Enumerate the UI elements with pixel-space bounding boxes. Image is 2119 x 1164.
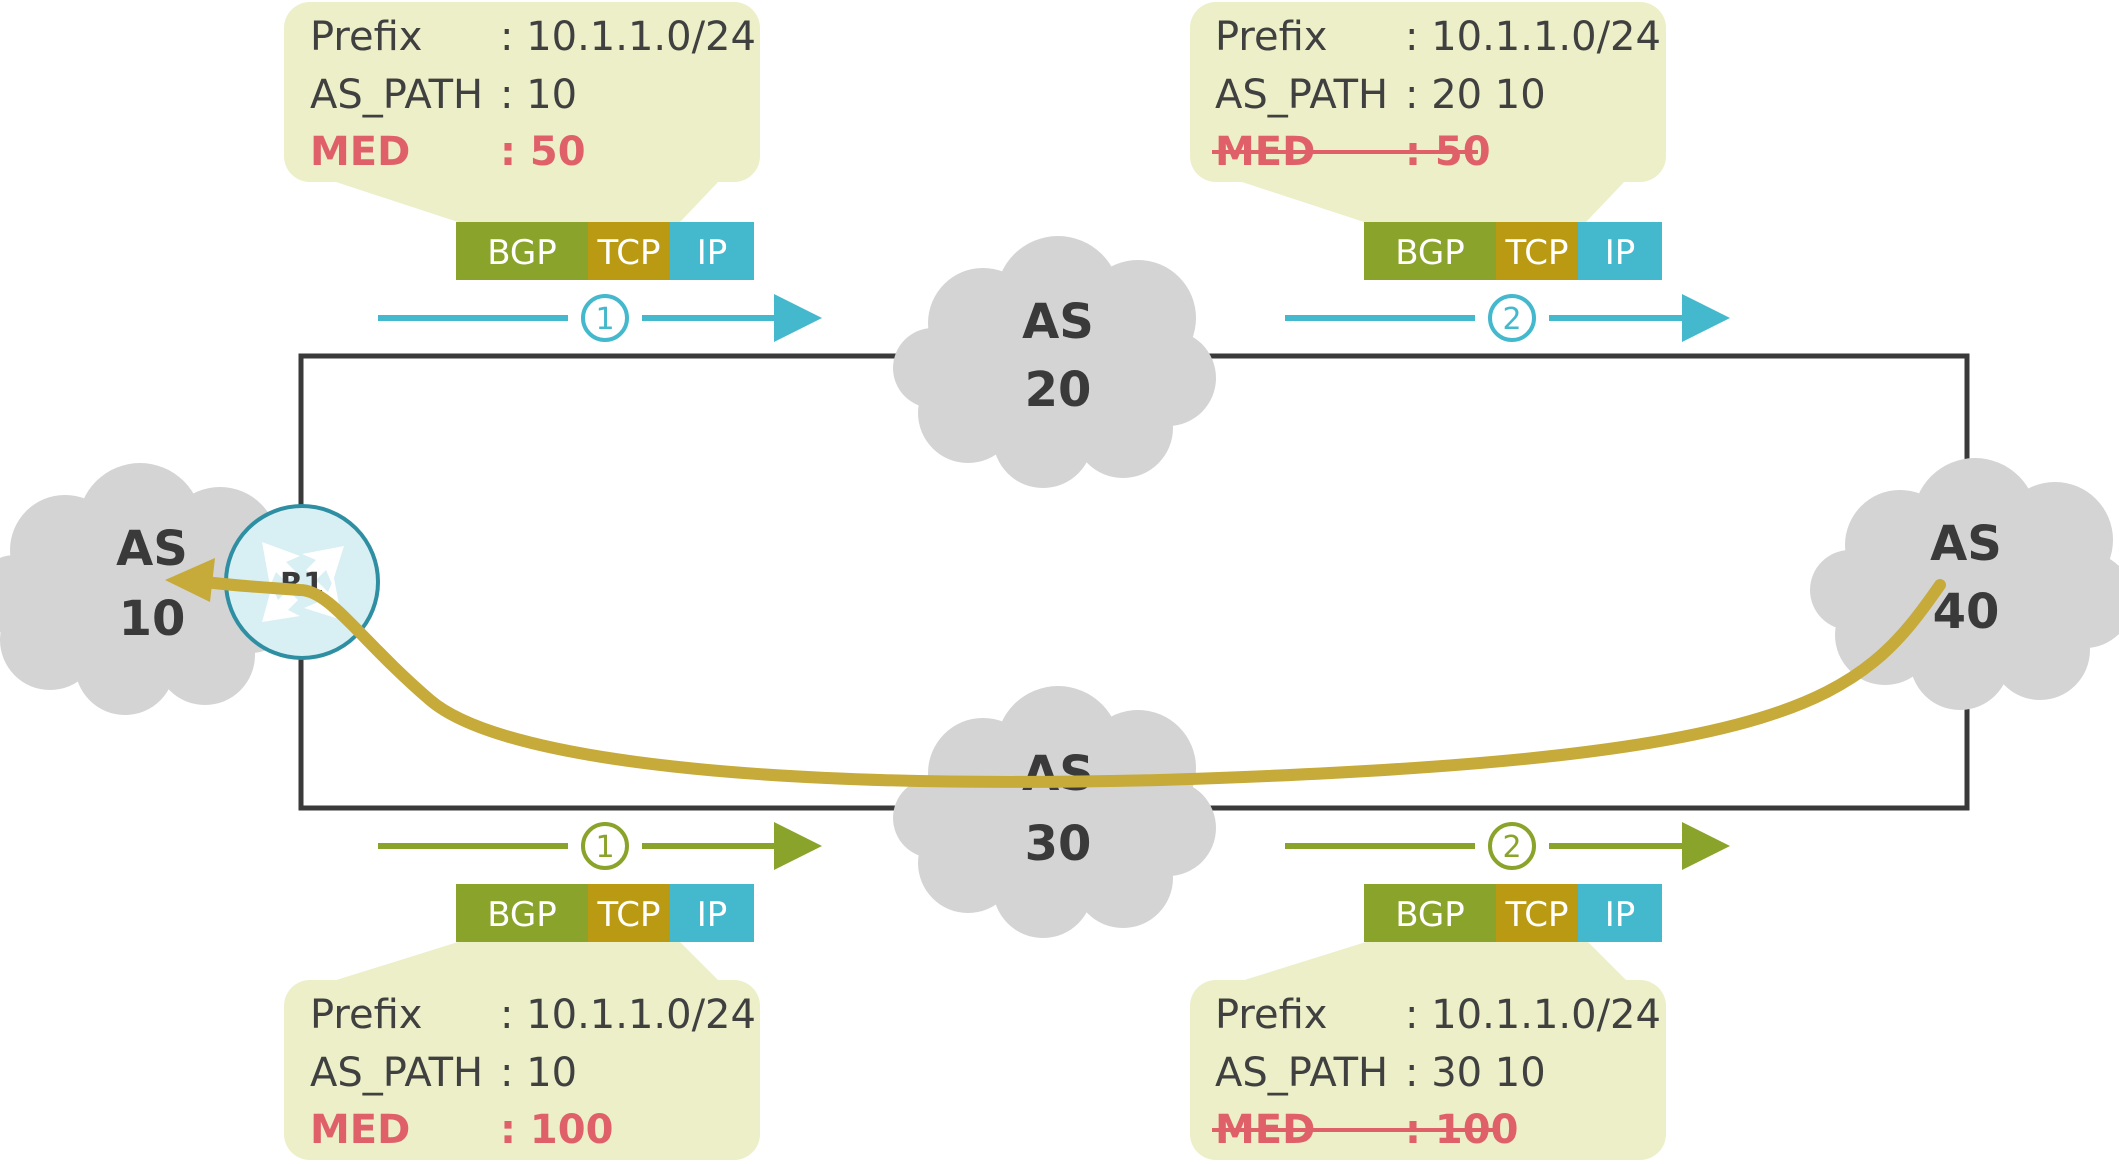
bgp-label: BGP: [1395, 233, 1465, 273]
as-path-value: : 10: [500, 1050, 577, 1096]
packet-header-2: BGP TCP IP: [1364, 222, 1662, 280]
cloud-as10: AS 10: [0, 463, 298, 715]
as10-label-line1: AS: [116, 521, 188, 577]
best-path-arrowhead: [165, 558, 215, 602]
step-number: 1: [595, 830, 614, 865]
as20-label-line2: 20: [1025, 362, 1092, 418]
as-path-value: : 20 10: [1405, 72, 1546, 118]
ip-label: IP: [697, 895, 728, 935]
bgp-label: BGP: [1395, 895, 1465, 935]
as-path-key: AS_PATH: [1215, 72, 1388, 118]
as-path-key: AS_PATH: [310, 72, 483, 118]
med-key: MED: [310, 129, 410, 175]
ip-label: IP: [697, 233, 728, 273]
step-number: 2: [1502, 830, 1521, 865]
packet-header-3: BGP TCP IP: [456, 884, 754, 942]
as30-label-line1: AS: [1022, 746, 1094, 802]
as20-label-line1: AS: [1022, 294, 1094, 350]
packet-header-4: BGP TCP IP: [1364, 884, 1662, 942]
packet-header-1: BGP TCP IP: [456, 222, 754, 280]
tcp-label: TCP: [1504, 233, 1568, 273]
med-value: : 100: [500, 1107, 613, 1153]
prefix-value: : 10.1.1.0/24: [500, 992, 756, 1038]
as10-label-line2: 10: [119, 591, 186, 647]
cloud-as30: AS 30: [893, 686, 1216, 938]
cloud-as20: AS 20: [893, 236, 1216, 488]
update-callout-1: Prefix : 10.1.1.0/24 AS_PATH : 10 MED : …: [284, 2, 760, 222]
prefix-key: Prefix: [1215, 14, 1327, 60]
prefix-key: Prefix: [310, 992, 422, 1038]
best-path-arrow: [199, 576, 1946, 788]
as-path-key: AS_PATH: [1215, 1050, 1388, 1096]
prefix-key: Prefix: [1215, 992, 1327, 1038]
ip-label: IP: [1605, 233, 1636, 273]
update-callout-4: Prefix : 10.1.1.0/24 AS_PATH : 30 10 MED…: [1190, 942, 1666, 1160]
as40-label-line2: 40: [1933, 584, 2000, 640]
step-arrow-top-2: 2: [1285, 294, 1730, 342]
step-arrow-bottom-2: 2: [1285, 822, 1730, 870]
tcp-label: TCP: [596, 895, 660, 935]
ip-label: IP: [1605, 895, 1636, 935]
bgp-label: BGP: [487, 895, 557, 935]
prefix-value: : 10.1.1.0/24: [500, 14, 756, 60]
cloud-as40: AS 40: [1810, 458, 2119, 710]
update-callout-2: Prefix : 10.1.1.0/24 AS_PATH : 20 10 MED…: [1190, 2, 1666, 222]
tcp-label: TCP: [596, 233, 660, 273]
step-number: 1: [595, 302, 614, 337]
prefix-value: : 10.1.1.0/24: [1405, 992, 1661, 1038]
step-number: 2: [1502, 302, 1521, 337]
prefix-value: : 10.1.1.0/24: [1405, 14, 1661, 60]
step-arrow-top-1: 1: [378, 294, 822, 342]
med-key: MED: [310, 1107, 410, 1153]
bgp-label: BGP: [487, 233, 557, 273]
tcp-label: TCP: [1504, 895, 1568, 935]
update-callout-3: Prefix : 10.1.1.0/24 AS_PATH : 10 MED : …: [284, 942, 760, 1160]
prefix-key: Prefix: [310, 14, 422, 60]
step-arrow-bottom-1: 1: [378, 822, 822, 870]
as-path-key: AS_PATH: [310, 1050, 483, 1096]
as40-label-line1: AS: [1930, 516, 2002, 572]
as30-label-line2: 30: [1025, 816, 1092, 872]
as-path-value: : 10: [500, 72, 577, 118]
med-value: : 50: [500, 129, 586, 175]
as-path-value: : 30 10: [1405, 1050, 1546, 1096]
